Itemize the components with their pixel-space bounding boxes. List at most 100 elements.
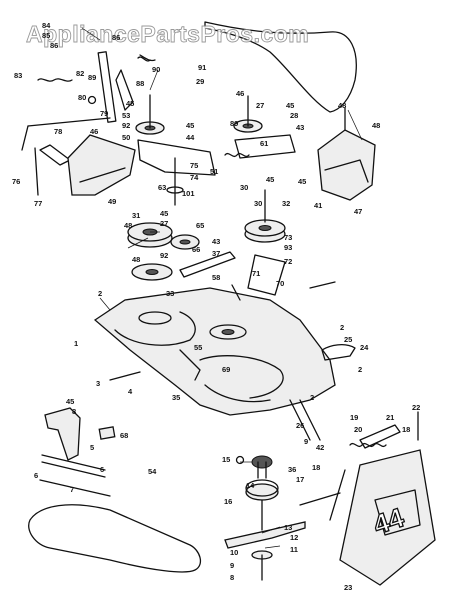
mandrel-belt-top[interactable] [204,21,357,113]
drive-belt-lower[interactable] [28,504,202,573]
lift-linkage-left[interactable] [21,51,156,196]
callout-43b: 43 [212,237,220,246]
callout-73: 73 [284,233,292,242]
spindle-pulley-left-lower[interactable] [131,263,173,281]
callout-3: 3 [96,379,100,388]
callout-22: 22 [412,403,420,412]
callout-48b: 48 [372,121,380,130]
spindle-pulley-right[interactable] [244,189,286,243]
callout-17: 17 [296,475,304,484]
callout-43: 43 [296,123,304,132]
callout-74: 74 [190,173,199,182]
callout-81: 89 [88,73,96,82]
callout-45c: 45 [286,101,294,110]
callout-7: 7 [70,485,74,494]
callout-16: 16 [224,497,232,506]
callout-36: 36 [288,465,296,474]
callout-82: 82 [76,69,84,78]
callout-13: 13 [284,523,292,532]
callout-20: 20 [354,425,362,434]
callout-45f: 45 [160,209,168,218]
callout-24: 24 [360,343,369,352]
callout-11: 11 [290,545,298,554]
callout-42: 42 [316,443,324,452]
idler-arm-bracket[interactable] [179,251,286,296]
callout-35: 35 [172,393,180,402]
callout-46: 46 [90,127,98,136]
callout-48c: 48 [124,221,132,230]
callout-93: 93 [284,243,292,252]
callout-6b: 6 [34,471,38,480]
discharge-door-44[interactable]: 44 [339,449,436,586]
callout-18: 18 [312,463,320,472]
callout-62: 92 [160,251,168,260]
belt-guard-left[interactable] [67,134,136,196]
callout-101: 101 [182,189,195,198]
deflector-bracket[interactable] [321,344,356,361]
callout-88: 88 [136,79,144,88]
callout-65: 65 [196,221,204,230]
callout-46b: 46 [236,89,244,98]
callout-80: 80 [78,93,86,102]
callout-56: 58 [212,273,220,282]
callout-30a: 30 [240,183,248,192]
callout-4: 4 [128,387,133,396]
callout-63: 63 [158,183,166,192]
callout-61: 61 [260,139,268,148]
callout-71: 71 [252,269,260,278]
callout-1: 1 [74,339,78,348]
callout-45g: 45 [66,397,74,406]
callout-70: 70 [276,279,284,288]
callout-75: 75 [190,161,198,170]
idler-pulley-center[interactable] [170,234,200,250]
callout-8b: 8 [230,573,234,582]
callout-51: 51 [210,167,218,176]
callout-68: 68 [120,431,128,440]
deck-housing[interactable] [93,287,336,416]
callout-2d: 2 [310,393,314,402]
callout-86: 86 [50,41,58,50]
callout-77: 77 [34,199,42,208]
spring-right[interactable] [349,424,401,449]
spindle-assembly[interactable] [235,455,279,531]
callout-29: 29 [196,77,204,86]
callout-76: 76 [12,177,20,186]
callout-31: 31 [132,211,140,220]
callout-2c: 2 [358,365,362,374]
callout-37: 37 [212,249,220,258]
callout-27a: 27 [256,101,264,110]
callout-10: 10 [230,548,238,557]
callout-26: 26 [296,421,304,430]
callout-45a: 45 [126,99,134,108]
callout-30b: 30 [254,199,262,208]
callout-9b: 9 [230,561,234,570]
callout-84: 84 [42,21,51,30]
callout-21: 21 [386,413,394,422]
callout-48a: 48 [338,101,346,110]
callout-47: 47 [354,207,362,216]
hanger-bracket-left[interactable] [39,407,116,497]
callout-8: 8 [72,407,76,416]
callout-25: 25 [344,335,352,344]
callout-45d: 45 [266,175,274,184]
callout-86b: 86 [112,33,120,42]
callout-2b: 2 [340,323,344,332]
callout-45e: 45 [298,177,306,186]
callout-19: 19 [350,413,358,422]
callout-45b: 45 [186,121,194,130]
callout-69: 69 [222,365,230,374]
misc-hardware [109,56,419,441]
belt-guard-right[interactable] [317,107,376,201]
callout-12: 12 [290,533,298,542]
callout-83: 83 [14,71,22,80]
leader-lines [81,27,363,549]
idler-pulley-right-top[interactable] [233,95,296,159]
callout-23: 23 [344,583,352,592]
callout-2a: 2 [98,289,102,298]
idler-pulley-assembly-top[interactable] [135,94,216,206]
callout-66: 66 [192,245,200,254]
rod-right[interactable] [299,469,346,521]
callout-labels: 84 85 86 83 89 80 79 78 76 77 46 49 86 8… [12,21,420,592]
callout-85: 85 [42,31,50,40]
